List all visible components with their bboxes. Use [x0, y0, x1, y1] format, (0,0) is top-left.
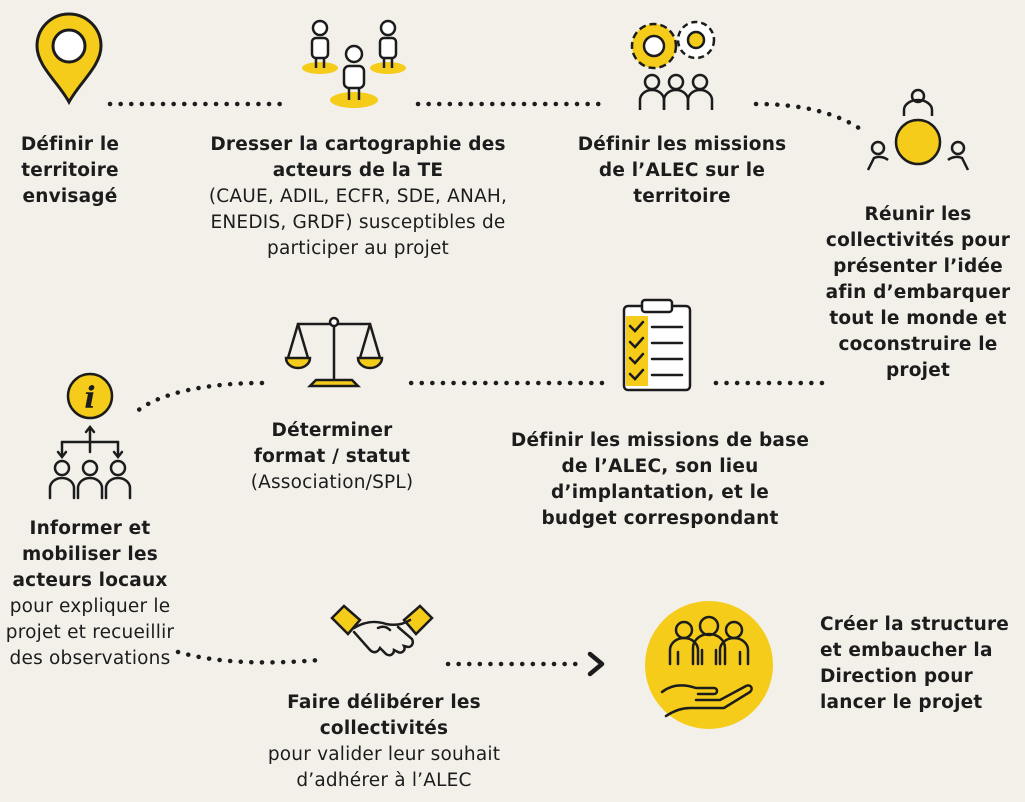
step-creer-text: Créer la structure et embaucher la Direc… — [820, 614, 1010, 713]
scales-icon — [284, 316, 384, 388]
handshake-icon — [330, 604, 434, 657]
step-deliberer-text: Faire délibérer les collectivités pour v… — [267, 692, 501, 791]
checklist-icon — [622, 298, 692, 392]
step-territoire-text: Définir le territoire envisagé — [20, 134, 120, 207]
arrowhead-icon — [587, 651, 605, 677]
step-reunir-text: Réunir les collectivités pour présenter … — [825, 204, 1011, 381]
team-hand-icon — [645, 601, 773, 729]
step-missions-base-text: Définir les missions de base de l’ALEC, … — [510, 430, 810, 529]
stakeholders-icon — [302, 19, 406, 108]
step-cartographie-text: Dresser la cartographie des acteurs de l… — [208, 134, 508, 259]
connector-7-8 — [175, 649, 323, 665]
information-icon: i — [48, 372, 132, 500]
step-format-text: Déterminer format / statut (Association/… — [250, 420, 414, 493]
meeting-icon — [866, 88, 970, 171]
gears-team-icon — [630, 20, 716, 110]
step-missions-text: Définir les missions de l’ALEC sur le te… — [577, 134, 787, 207]
connector-6-7 — [133, 380, 265, 415]
map-pin-icon — [35, 12, 103, 106]
svg-text:i: i — [84, 381, 95, 416]
step-informer-text: Informer et mobiliser les acteurs locaux… — [5, 518, 175, 669]
connector-3-4 — [753, 101, 865, 133]
